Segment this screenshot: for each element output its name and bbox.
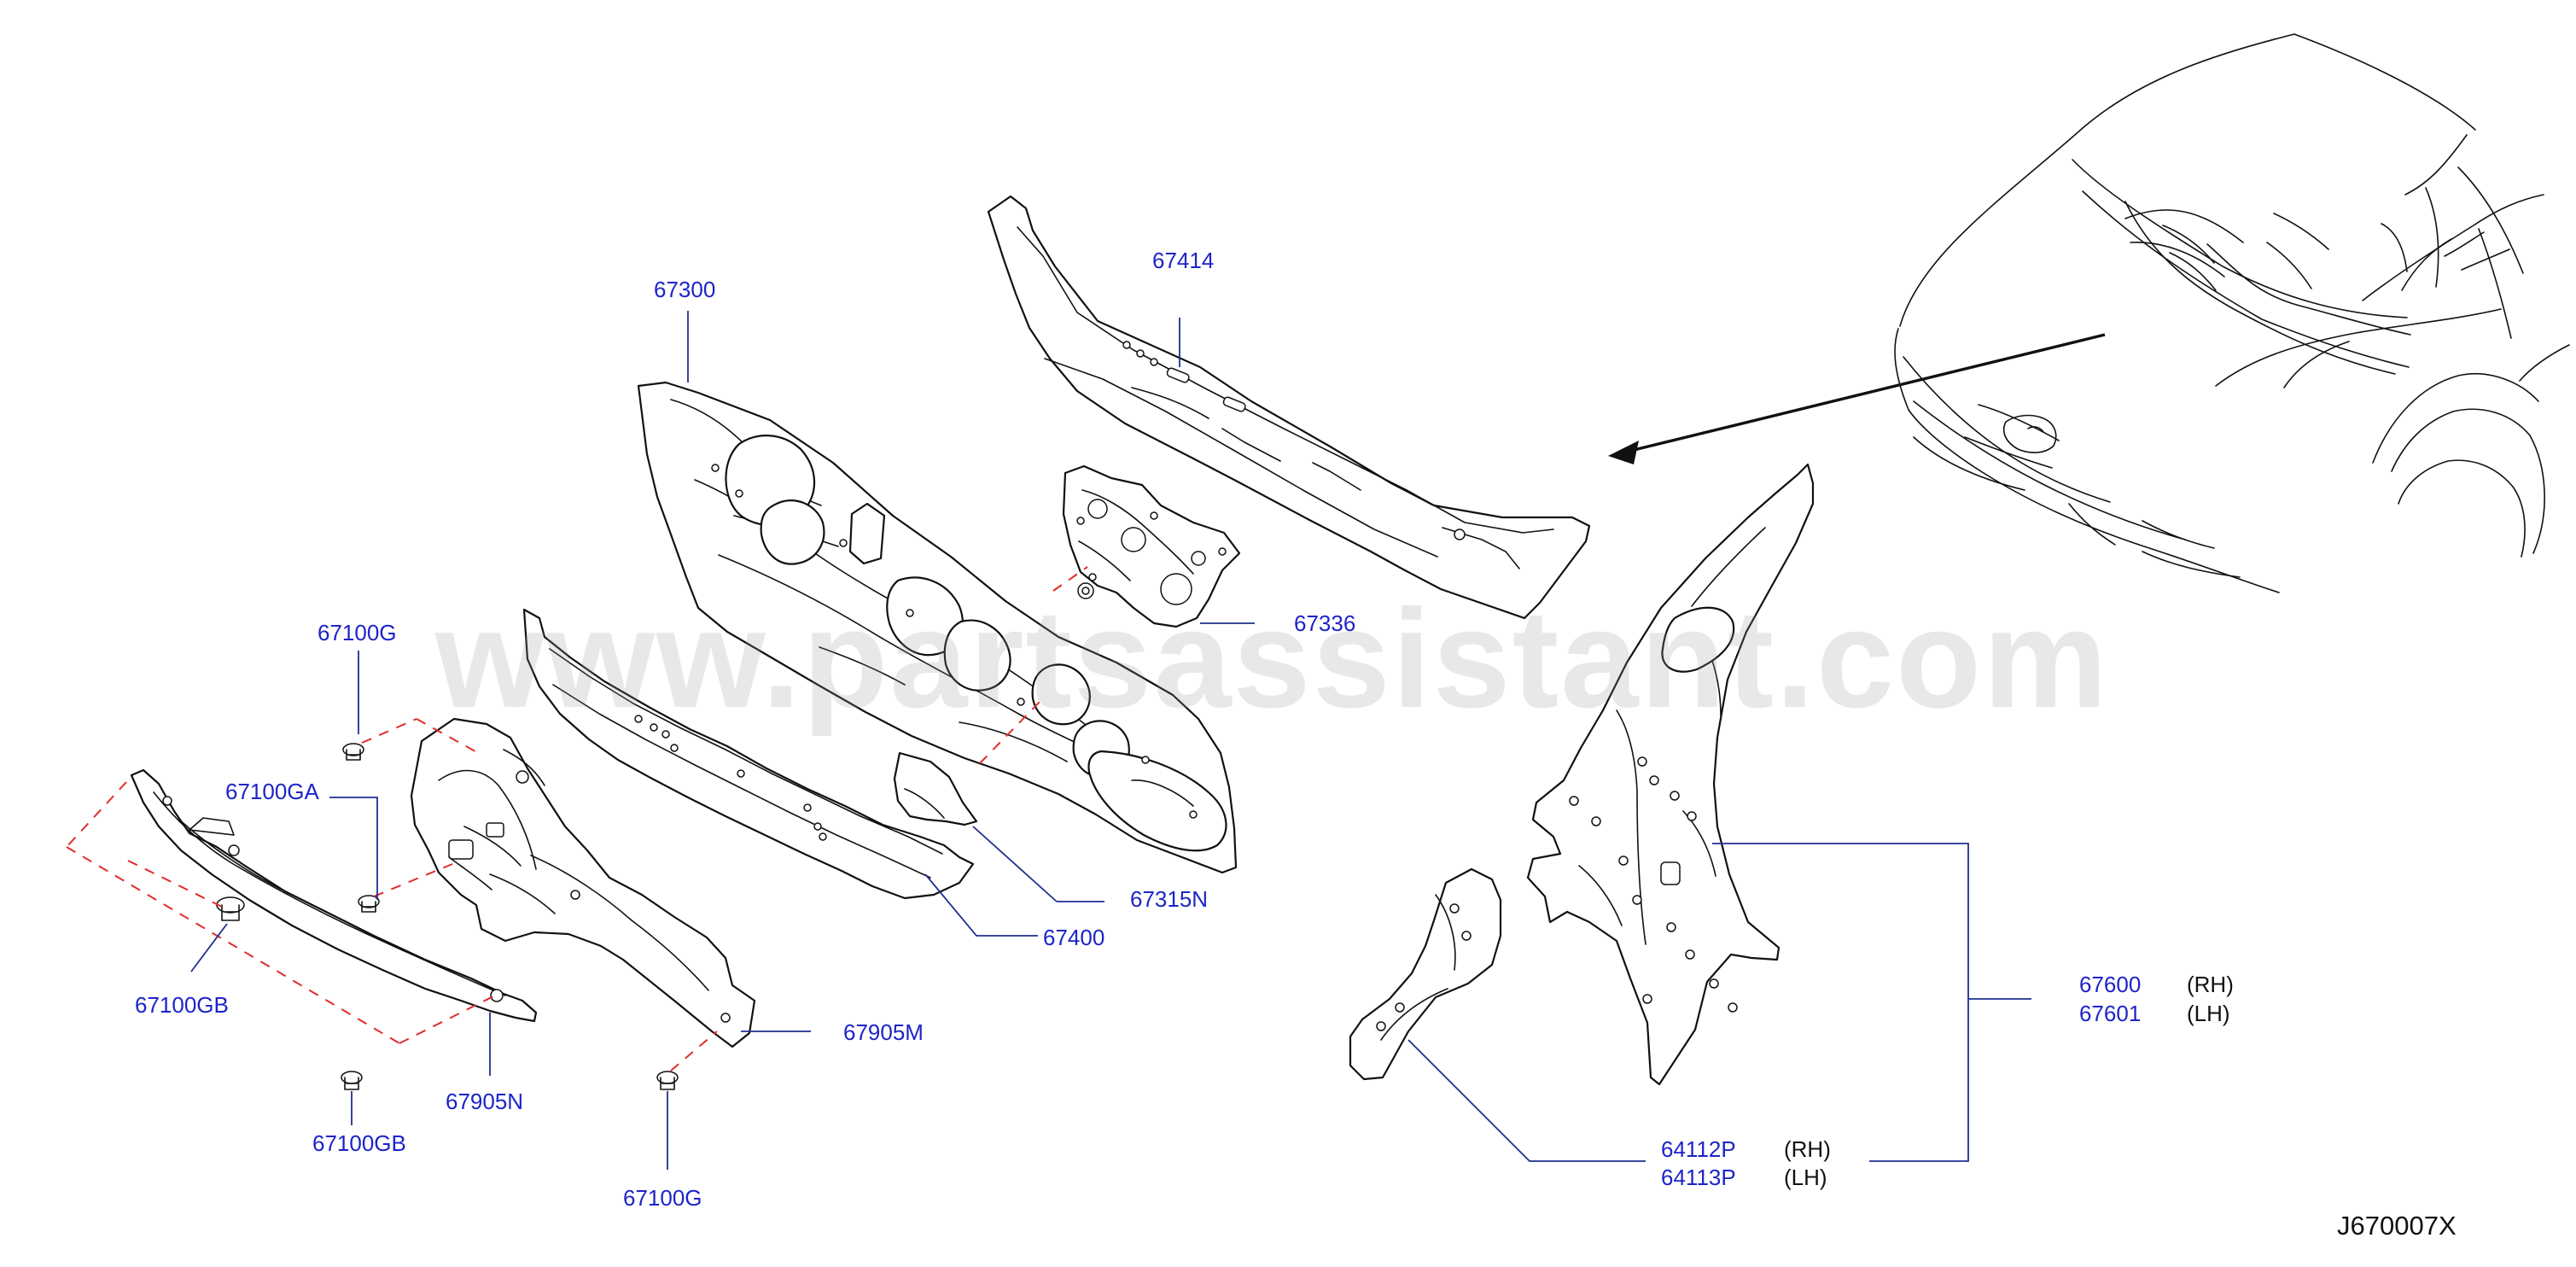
side-lh-64113P: (LH) (1784, 1165, 1827, 1190)
callout-67601: 67601 (2079, 1001, 2142, 1026)
callout-67315N: 67315N (1130, 886, 1209, 912)
callout-67400: 67400 (1043, 925, 1105, 950)
part-67905M-shape (410, 717, 756, 1048)
callout-67905M: 67905M (843, 1019, 924, 1045)
part-64112P-64113P-shape (1349, 867, 1502, 1081)
callout-67905N: 67905N (446, 1089, 524, 1114)
callout-67414: 67414 (1152, 248, 1215, 273)
callout-67336: 67336 (1294, 610, 1356, 636)
part-67400-shape (522, 608, 975, 900)
leader-lines (190, 311, 2031, 1170)
part-67300-shape (637, 381, 1238, 874)
callout-67100GB-bottom: 67100GB (312, 1130, 406, 1156)
callout-64113P: 64113P (1661, 1165, 1736, 1190)
callout-67100G-bottom: 67100G (623, 1185, 702, 1211)
part-67336-shape (1062, 464, 1241, 628)
clip-67100GA (358, 895, 380, 913)
callout-67600: 67600 (2079, 972, 2142, 997)
overview-pointer (1608, 333, 2106, 464)
side-rh-67600: (RH) (2187, 972, 2234, 997)
part-67600-67601-shape (1526, 463, 1815, 1086)
assembly-dashed-lines (66, 566, 1088, 1071)
vehicle-overview (1894, 33, 2570, 593)
part-67315N-shape (893, 751, 978, 826)
watermark-text: www.partsassistant.com (435, 581, 2109, 737)
side-lh-67601: (LH) (2187, 1001, 2230, 1026)
clip-67100G-bottom (656, 1071, 679, 1090)
callout-67100GB-left: 67100GB (135, 992, 229, 1018)
callout-67300: 67300 (654, 277, 716, 302)
callout-67100G-top: 67100G (318, 620, 397, 645)
part-67414-shape (987, 195, 1591, 620)
clip-67100G-top (342, 743, 364, 761)
part-67905N-shape (130, 768, 538, 1023)
clip-67100GB-bottom (341, 1071, 363, 1090)
callout-67100GA: 67100GA (225, 779, 319, 804)
clip-67100GB-left (216, 896, 245, 921)
side-rh-64112P: (RH) (1784, 1136, 1831, 1162)
callout-64112P: 64112P (1661, 1136, 1736, 1162)
diagram-code: J670007X (2337, 1211, 2457, 1241)
